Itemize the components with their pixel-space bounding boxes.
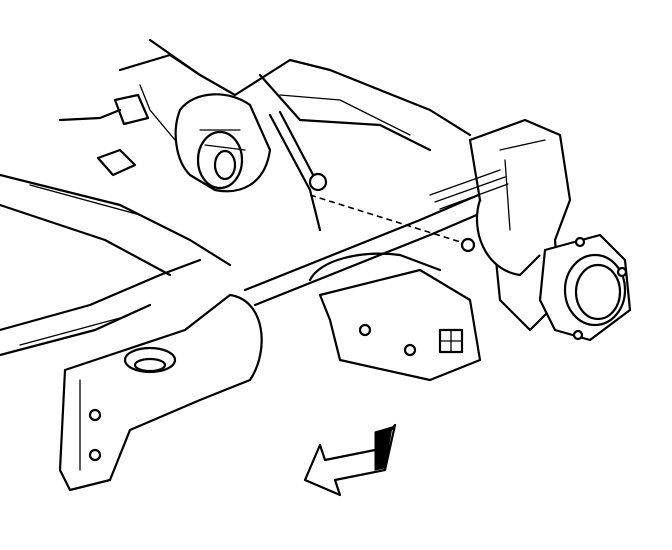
wheel-hub	[538, 233, 632, 342]
stabilizer-link	[243, 110, 502, 307]
direction-arrow-icon	[303, 423, 397, 497]
spring-hatch	[429, 169, 509, 210]
sensor-connector	[58, 93, 150, 177]
leader-line	[309, 194, 471, 246]
axle-housing	[174, 93, 272, 193]
left-bracket	[58, 293, 263, 492]
frame-rail-upper	[0, 173, 232, 357]
center-crossmember	[308, 252, 482, 382]
body-structure	[118, 38, 472, 152]
